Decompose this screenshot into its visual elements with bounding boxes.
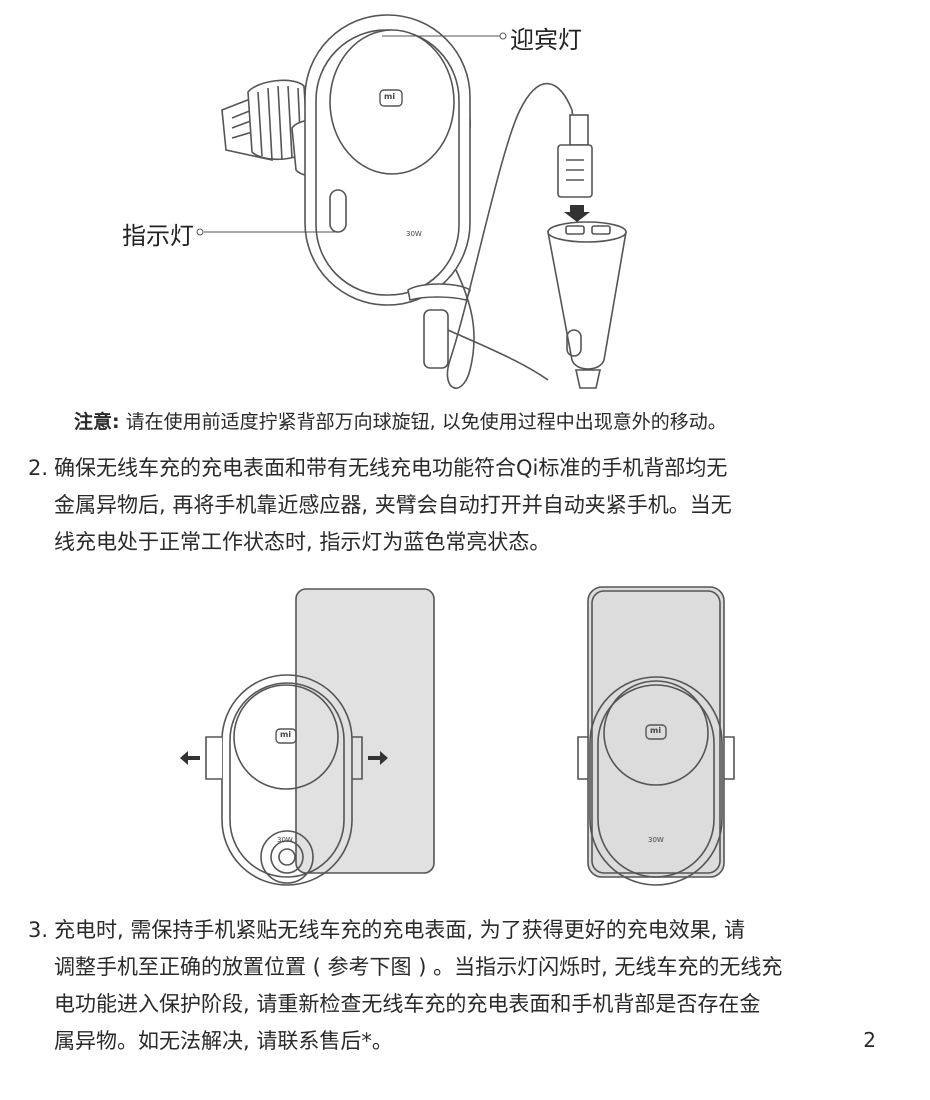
step-line: 属异物。如无法解决, 请联系售后*。 bbox=[54, 1029, 393, 1053]
welcome-light-label: 迎宾灯 bbox=[510, 26, 582, 54]
step-line: 充电时, 需保持手机紧贴无线车充的充电表面, 为了获得更好的充电效果, 请 bbox=[54, 918, 746, 942]
wattage-mark: 30W bbox=[277, 836, 293, 844]
wattage-mark: 30W bbox=[648, 836, 664, 844]
wattage-mark: 30W bbox=[406, 230, 422, 238]
step-number: 2. bbox=[28, 456, 49, 480]
note-text: 请在使用前适度拧紧背部万向球旋钮, 以免使用过程中出现意外的移动。 bbox=[125, 411, 727, 433]
logo-mark: mi bbox=[280, 730, 292, 739]
note: 注意: 请在使用前适度拧紧背部万向球旋钮, 以免使用过程中出现意外的移动。 bbox=[74, 407, 727, 434]
note-label: 注意: bbox=[74, 411, 120, 433]
logo-mark: mi bbox=[650, 726, 662, 735]
step-number: 3. bbox=[28, 918, 49, 942]
indicator-light-label: 指示灯 bbox=[122, 222, 194, 250]
step-3: 3. 充电时, 需保持手机紧贴无线车充的充电表面, 为了获得更好的充电效果, 请… bbox=[28, 914, 908, 1064]
step-line: 确保无线车充的充电表面和带有无线充电功能符合Qi标准的手机背部均无 bbox=[54, 456, 728, 480]
step-line: 金属异物后, 再将手机靠近感应器, 夹臂会自动打开并自动夹紧手机。当无 bbox=[54, 493, 732, 517]
placement-illustration-incorrect bbox=[180, 588, 435, 886]
car-mount-illustration bbox=[196, 14, 627, 389]
logo-mark: mi bbox=[384, 92, 396, 101]
step-2: 2. 确保无线车充的充电表面和带有无线充电功能符合Qi标准的手机背部均无 金属异… bbox=[28, 452, 908, 562]
step-line: 线充电处于正常工作状态时, 指示灯为蓝色常亮状态。 bbox=[54, 530, 551, 554]
page-number: 2 bbox=[863, 1028, 876, 1052]
step-line: 电功能进入保护阶段, 请重新检查无线车充的充电表面和手机背部是否存在金 bbox=[54, 992, 761, 1016]
step-line: 调整手机至正确的放置位置 ( 参考下图 ) 。当指示灯闪烁时, 无线车充的无线充 bbox=[54, 955, 783, 979]
placement-illustration-correct bbox=[577, 586, 735, 886]
